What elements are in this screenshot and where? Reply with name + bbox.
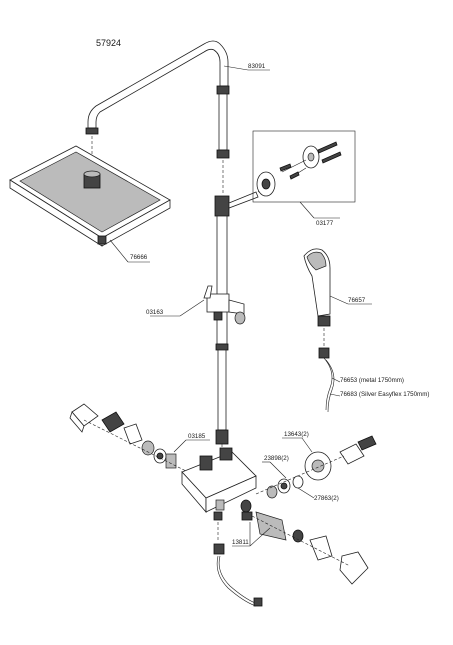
upper-connector-tube <box>216 85 230 194</box>
leader-23898 <box>269 461 287 479</box>
label-03163: 03163 <box>146 309 164 316</box>
label-03177: 03177 <box>316 220 334 227</box>
leader-27863 <box>297 487 315 499</box>
label-13811: 13811 <box>232 539 249 546</box>
leader-76653 <box>331 377 341 383</box>
leader-03163 <box>179 299 205 317</box>
leader-76683 <box>329 393 341 397</box>
label-13643: 13643(2) <box>284 431 309 438</box>
label-27863: 27863(2) <box>314 495 339 502</box>
shower-arm <box>85 40 229 176</box>
thermostatic-valve-body <box>181 447 257 514</box>
leader-03185 <box>173 439 187 453</box>
model-number: 57924 <box>96 38 121 48</box>
leader-76666 <box>109 239 129 263</box>
riser-rail <box>214 195 230 452</box>
leader-83091 <box>223 65 249 71</box>
label-23898: 23898(2) <box>264 455 289 462</box>
leader-03177 <box>299 201 315 219</box>
leader-76657 <box>329 295 349 305</box>
label-76666: 76666 <box>130 254 148 261</box>
head-shower <box>9 145 171 247</box>
label-76653: 76653 (metal 1750mm) <box>340 377 404 384</box>
lower-hose <box>213 543 263 607</box>
label-76657: 76657 <box>348 297 366 304</box>
lower-cartridge-assembly <box>213 511 369 585</box>
hand-shower-hose <box>318 328 335 413</box>
left-handle-assembly <box>69 403 197 477</box>
leader-13643 <box>301 437 313 453</box>
slider <box>203 285 246 325</box>
label-83091: 83091 <box>248 63 266 70</box>
label-76683: 76683 (Silver Easyflex 1750mm) <box>340 391 429 398</box>
right-connector-group <box>255 435 377 499</box>
label-03185: 03185 <box>188 433 206 440</box>
bracket-kit-box <box>252 130 356 203</box>
hand-shower <box>303 248 331 327</box>
